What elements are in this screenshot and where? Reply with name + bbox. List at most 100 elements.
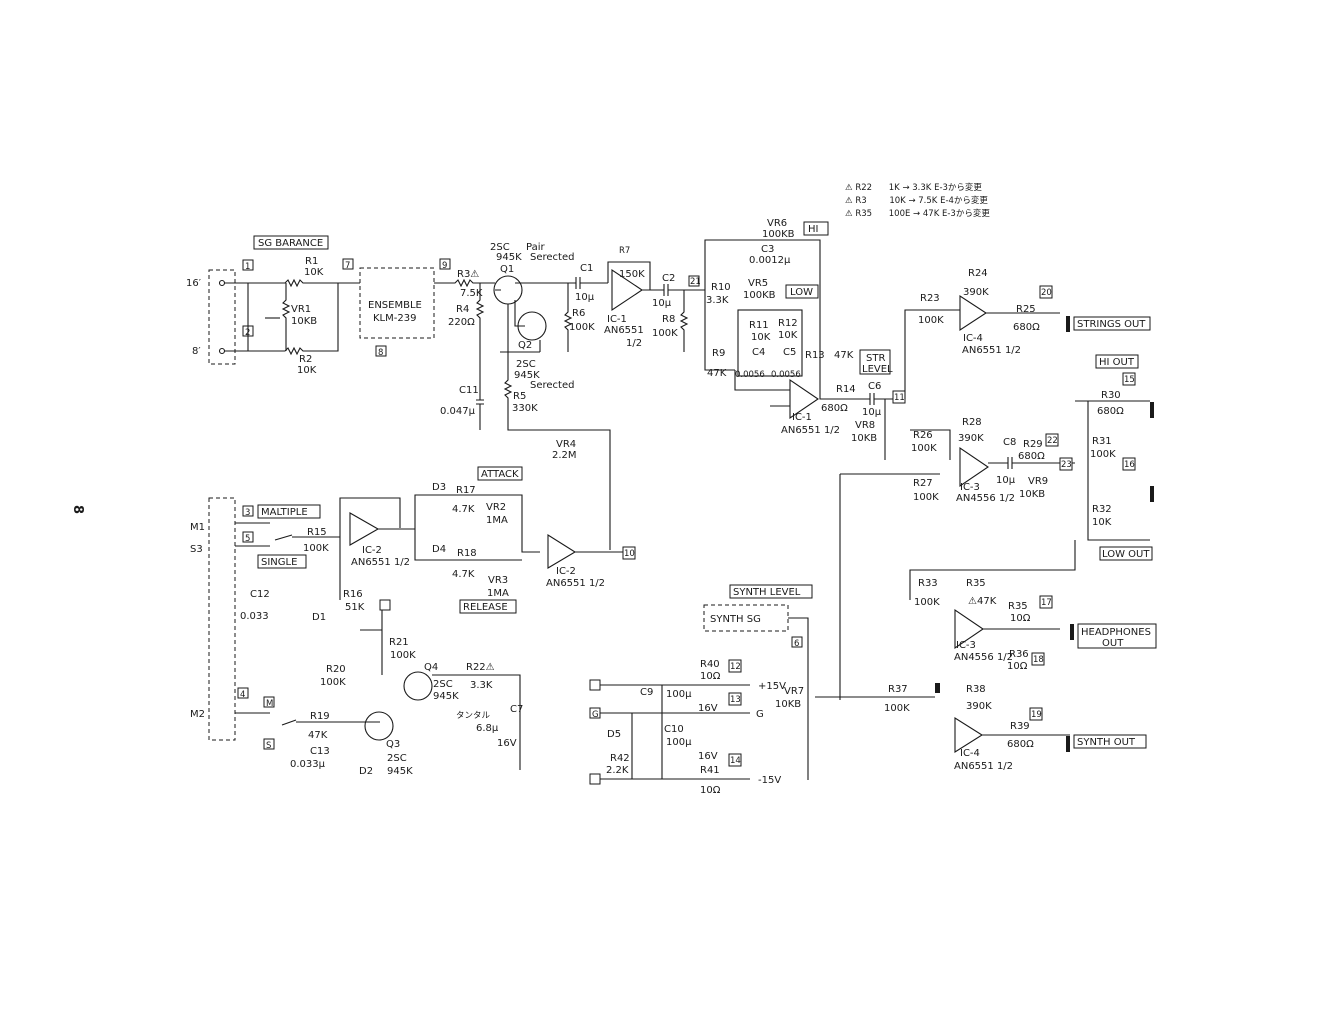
terminal-17 (1039, 595, 1053, 609)
svg-text:6.8μ: 6.8μ (476, 723, 499, 734)
ic4b-opamp (954, 717, 984, 753)
svg-text:9: 9 (442, 261, 447, 271)
svg-text:390K: 390K (963, 287, 989, 298)
svg-text:OUT: OUT (1102, 638, 1124, 649)
input-8: 8′ (192, 346, 201, 357)
svg-text:R40: R40 (700, 659, 720, 670)
ic3b-opamp (954, 608, 984, 650)
svg-text:10Ω: 10Ω (1007, 661, 1028, 672)
svg-text:R17: R17 (456, 485, 476, 496)
svg-text:IC-4: IC-4 (963, 333, 983, 344)
terminal-1 (242, 259, 254, 271)
svg-text:G: G (592, 710, 599, 720)
svg-text:100K: 100K (569, 322, 595, 333)
svg-text:⚠47K: ⚠47K (968, 596, 997, 607)
svg-text:VR5: VR5 (748, 278, 768, 289)
terminal-16 (1122, 457, 1136, 471)
svg-text:0.0012μ: 0.0012μ (749, 255, 791, 266)
svg-text:LEVEL: LEVEL (862, 364, 893, 375)
svg-text:R19: R19 (310, 711, 330, 722)
svg-text:R24: R24 (968, 268, 988, 279)
svg-text:R10: R10 (711, 282, 731, 293)
ic2-opamp (349, 512, 380, 546)
svg-text:10μ: 10μ (996, 475, 1016, 486)
svg-text:R4: R4 (456, 304, 469, 315)
terminal-9 (439, 258, 451, 270)
svg-text:R39: R39 (1010, 721, 1030, 732)
switch-m (263, 696, 275, 708)
synth-sg-box (703, 604, 789, 632)
svg-text:R26: R26 (913, 430, 933, 441)
svg-text:C9: C9 (640, 687, 653, 698)
svg-text:2.2M: 2.2M (552, 450, 577, 461)
svg-text:AN6551 1/2: AN6551 1/2 (962, 345, 1021, 356)
svg-text:10KB: 10KB (775, 699, 801, 710)
svg-text:13: 13 (730, 695, 741, 705)
svg-text:IC-1: IC-1 (792, 412, 812, 423)
svg-text:51K: 51K (345, 602, 365, 613)
svg-text:HEADPHONES: HEADPHONES (1081, 627, 1151, 638)
release-box (459, 599, 517, 614)
svg-text:LOW: LOW (790, 287, 813, 298)
svg-text:390K: 390K (958, 433, 984, 444)
svg-text:IC-2: IC-2 (556, 566, 576, 577)
svg-text:ENSEMBLE: ENSEMBLE (368, 300, 422, 311)
svg-text:R7: R7 (619, 246, 630, 256)
svg-text:R31: R31 (1092, 436, 1112, 447)
svg-text:LOW OUT: LOW OUT (1102, 549, 1150, 560)
low-out-box (1099, 546, 1153, 561)
svg-text:VR6: VR6 (767, 218, 787, 229)
svg-text:680Ω: 680Ω (1007, 739, 1034, 750)
svg-text:16: 16 (1124, 460, 1135, 470)
ic1b-opamp (789, 378, 819, 420)
svg-text:100K: 100K (303, 543, 329, 554)
svg-text:330K: 330K (512, 403, 538, 414)
svg-text:IC-3: IC-3 (960, 482, 980, 493)
svg-text:S3: S3 (190, 544, 203, 555)
svg-text:100μ: 100μ (666, 737, 692, 748)
sg-barance-box (253, 235, 329, 250)
svg-text:20: 20 (1041, 288, 1052, 298)
svg-text:100K: 100K (914, 597, 940, 608)
terminal-22 (1045, 433, 1059, 447)
terminal-13 (728, 692, 742, 706)
ensemble-box (359, 267, 435, 339)
synth-level-section: SYNTH LEVEL SYNTH SG 6 VR7 10KB (703, 584, 935, 780)
svg-text:16V: 16V (497, 738, 517, 749)
svg-text:M: M (266, 699, 273, 709)
svg-text:G: G (756, 709, 764, 720)
svg-text:Serected: Serected (530, 252, 574, 263)
svg-text:1MA: 1MA (487, 588, 509, 599)
ic4-opamp (959, 294, 988, 332)
svg-text:AN6551 1/2: AN6551 1/2 (781, 425, 840, 436)
svg-text:220Ω: 220Ω (448, 317, 475, 328)
svg-text:47K: 47K (308, 730, 328, 741)
terminal-plus-supply (589, 679, 601, 691)
switch-s (263, 738, 275, 750)
svg-text:VR7: VR7 (784, 686, 804, 697)
svg-text:Pair: Pair (526, 242, 545, 253)
svg-text:3.3K: 3.3K (470, 680, 493, 691)
q4-transistor (403, 671, 433, 701)
svg-text:R41: R41 (700, 765, 720, 776)
svg-text:10K: 10K (304, 267, 324, 278)
svg-text:2SC: 2SC (433, 679, 453, 690)
svg-text:680Ω: 680Ω (1097, 406, 1124, 417)
svg-text:R35: R35 (1008, 601, 1028, 612)
strings-out-box (1073, 316, 1151, 331)
svg-text:100K: 100K (320, 677, 346, 688)
svg-text:Q3: Q3 (386, 739, 400, 750)
sg-balance-section: 16′ 8′ SG BARANCE 1 2 7 R1 10K VR1 10KB … (186, 235, 495, 376)
svg-text:C11: C11 (459, 385, 479, 396)
svg-text:D1: D1 (312, 612, 326, 623)
svg-text:R13: R13 (805, 350, 825, 361)
svg-text:1MA: 1MA (486, 515, 508, 526)
svg-text:Serected: Serected (530, 380, 574, 391)
svg-text:R32: R32 (1092, 504, 1112, 515)
terminal-15 (1122, 372, 1136, 386)
svg-text:C5: C5 (783, 347, 796, 358)
svg-text:100K: 100K (913, 492, 939, 503)
svg-text:C12: C12 (250, 589, 270, 600)
svg-text:100K: 100K (1090, 449, 1116, 460)
svg-text:18: 18 (1033, 655, 1044, 665)
